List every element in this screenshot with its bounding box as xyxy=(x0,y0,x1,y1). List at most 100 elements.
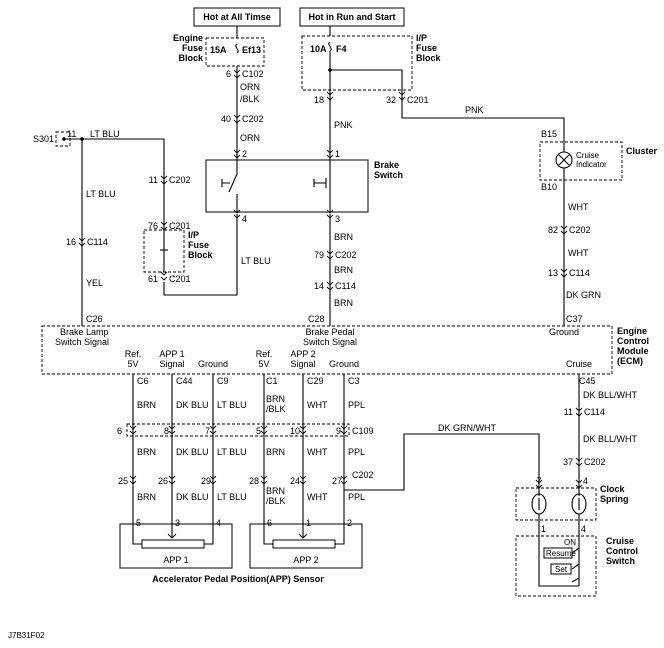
wire-dk-blu: DK BLU xyxy=(176,400,209,410)
pin-num: 3 xyxy=(335,214,340,224)
ecm-brake-pedal-signal-2: Switch Signal xyxy=(303,337,357,347)
connector-c202: C202 xyxy=(335,250,357,260)
ecm-signal: Signal xyxy=(159,359,184,369)
cruise-indicator-label-2: Indicator xyxy=(576,160,607,169)
connector-c202: C202 xyxy=(242,114,264,124)
pin-num: 37 xyxy=(563,457,573,467)
brake-switch-contact-1-icon xyxy=(221,179,230,187)
wire-yel: YEL xyxy=(86,278,103,288)
connector-c202: C202 xyxy=(584,457,606,467)
pin-num: 1 xyxy=(306,518,311,528)
pin-num: 27 xyxy=(332,476,342,486)
engine-fuse-block-label-2: Fuse xyxy=(182,43,203,53)
app1-resistor-icon xyxy=(141,539,205,549)
ecm-ground-label: Ground xyxy=(549,327,579,337)
app2-wiper-icon xyxy=(298,524,308,539)
clock-spring xyxy=(515,487,597,521)
pin-num: 2 xyxy=(347,518,352,528)
ecm-signal: Ref. xyxy=(256,349,273,359)
wire-brn-blk: /BLK xyxy=(266,404,286,414)
ip-fuse-block xyxy=(301,35,413,91)
ecm-signal: Signal xyxy=(290,359,315,369)
wire-lt-blu-top: LT BLU xyxy=(90,129,120,139)
cruise-switch-on: ON xyxy=(564,538,576,547)
ip-fuse-block-label-1: I/P xyxy=(416,33,427,43)
pin-num: 3 xyxy=(175,518,180,528)
wire-orn-blk-2: /BLK xyxy=(240,94,260,104)
pin-num: 29 xyxy=(201,476,211,486)
brake-switch-label-1: Brake xyxy=(374,160,399,170)
wire-lt-blu: LT BLU xyxy=(217,492,247,502)
wire-dk-bll-wht: DK BLL/WHT xyxy=(583,434,638,444)
pin-num: 6 xyxy=(117,426,122,436)
wire-brn: BRN xyxy=(266,447,285,457)
cluster-pin-b15: B15 xyxy=(541,129,557,139)
wire-dk-grn-wht: DK GRN/WHT xyxy=(438,423,496,433)
brake-switch xyxy=(205,159,369,213)
wire-ppl: PPL xyxy=(348,492,365,502)
connector-c202: C202 xyxy=(352,470,374,480)
wire-brn-blk: /BLK xyxy=(266,496,286,506)
connector-c114: C114 xyxy=(584,407,605,417)
pin-num: 8 xyxy=(164,426,169,436)
pin-num: 4 xyxy=(581,524,586,534)
ecm-label-3: Module xyxy=(617,346,649,356)
cluster xyxy=(539,141,623,181)
ip-fuse-block-label-3: Block xyxy=(416,53,442,63)
connector-c201: C201 xyxy=(169,274,191,284)
f4-name: F4 xyxy=(336,44,347,54)
connector-c201: C201 xyxy=(407,95,429,105)
cruise-switch-contacts-icon xyxy=(571,547,580,583)
cruise-switch-label-1: Cruise xyxy=(606,536,634,546)
pin-num: 16 xyxy=(66,237,76,247)
wire-orn-blk: ORN xyxy=(240,82,260,92)
fuse-ef13-icon xyxy=(235,43,239,54)
engine-fuse-block-label-1: Engine xyxy=(173,33,203,43)
connector-c109-box xyxy=(126,423,350,437)
pin-num: 4 xyxy=(583,476,588,486)
pin-num: 13 xyxy=(548,268,558,278)
wire-lt-blu: LT BLU xyxy=(217,400,247,410)
pin-num: 5 xyxy=(136,518,141,528)
figure-id: J7B31F02 xyxy=(8,631,45,640)
ip-fuse-block-small-label-2: Fuse xyxy=(188,240,209,250)
pin-num: 76 xyxy=(148,221,158,231)
ecm-signal: Ref. xyxy=(125,349,142,359)
connector-c202: C202 xyxy=(169,175,191,185)
ef13-name: Ef13 xyxy=(242,45,261,55)
wire-wht: WHT xyxy=(307,492,328,502)
connector-c102: C102 xyxy=(242,69,264,79)
pin-num: 79 xyxy=(314,250,324,260)
hot-in-run-box xyxy=(299,7,405,27)
wire-lt-blu-right: LT BLU xyxy=(241,256,271,266)
ecm-signal: APP 1 xyxy=(159,349,184,359)
app-sensor-title: Accelerator Pedal Position(APP) Sensor xyxy=(152,574,324,584)
ecm-brake-lamp-signal-1: Brake Lamp xyxy=(60,327,109,337)
wire-dk-blu: DK BLU xyxy=(176,447,209,457)
pin-num: 82 xyxy=(548,225,558,235)
ecm-signal: APP 2 xyxy=(290,349,315,359)
cruise-switch-label-2: Control xyxy=(606,546,638,556)
ecm-pin-c26: C26 xyxy=(86,314,103,324)
ecm-pin-c44: C44 xyxy=(176,376,193,386)
pin-num: 14 xyxy=(314,281,324,291)
ef13-rating: 15A xyxy=(210,45,227,55)
app1-label: APP 1 xyxy=(163,555,188,565)
wire-brn: BRN xyxy=(334,232,353,242)
ecm-pin-c37: C37 xyxy=(566,314,583,324)
pin-num: 26 xyxy=(158,476,168,486)
pin-num: 40 xyxy=(221,114,231,124)
pin-num: 6 xyxy=(267,518,272,528)
pin-num: 28 xyxy=(249,476,259,486)
connector-c202: C202 xyxy=(569,225,591,235)
wire-orn: ORN xyxy=(240,133,260,143)
wire-dk-grn: DK GRN xyxy=(566,290,601,300)
wire-dk-bll-wht: DK BLL/WHT xyxy=(583,390,638,400)
wire-wht: WHT xyxy=(307,400,328,410)
ecm-box xyxy=(41,325,613,375)
ecm-signal: 5V xyxy=(127,359,138,369)
wire-pnk-cluster: PNK xyxy=(465,105,484,115)
pin-num: 5 xyxy=(256,426,261,436)
ip-fuse-block-small-label-3: Block xyxy=(188,250,214,260)
